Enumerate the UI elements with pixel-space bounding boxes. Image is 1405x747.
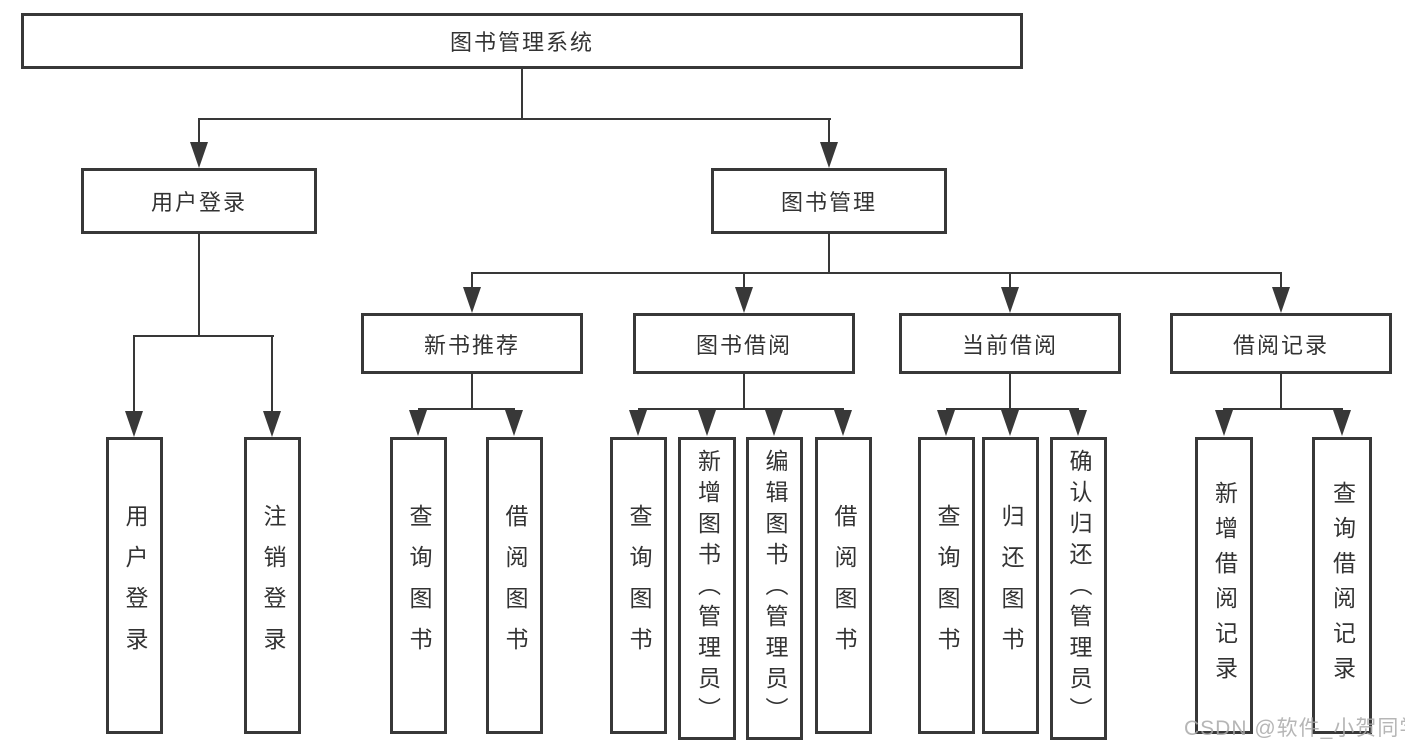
connector-line [471,272,473,290]
node-book-management-label: 图书管理 [780,190,877,215]
connector-line [1009,374,1011,410]
connector-line [271,335,273,413]
leaf-query-book-3-label: 查询图书 [934,503,960,668]
connector-line [1280,272,1282,290]
node-new-book-recommend-label: 新书推荐 [423,332,520,358]
connector-line [198,118,831,120]
node-current-borrow-label: 当前借阅 [961,332,1058,358]
connector-line [946,408,1079,410]
arrow-down-icon [505,410,523,436]
arrow-down-icon [1001,410,1019,436]
leaf-borrow-book-2-label: 借阅图书 [831,503,857,668]
arrow-down-icon [698,410,716,436]
connector-line [133,335,274,337]
connector-line [198,234,200,337]
leaf-add-book-admin: 新增图书（管理员） [678,437,736,740]
connector-line [743,272,745,290]
node-book-borrow: 图书借阅 [633,313,855,374]
leaf-add-borrow-record-label: 新增借阅记录 [1211,480,1238,691]
leaf-query-borrow-record-label: 查询借阅记录 [1329,480,1356,691]
arrow-down-icon [629,410,647,436]
node-borrow-records: 借阅记录 [1170,313,1392,374]
node-user-login: 用户登录 [81,168,317,234]
csdn-watermark: CSDN @软件_小贺同学 [1184,717,1405,740]
leaf-logout: 注销登录 [244,437,301,734]
leaf-query-book-2-label: 查询图书 [626,503,652,668]
connector-line [198,118,200,146]
node-root-label: 图书管理系统 [449,30,594,55]
connector-line [418,408,515,410]
connector-line [743,374,745,410]
leaf-user-login-label: 用户登录 [122,503,148,668]
leaf-confirm-return-admin: 确认归还（管理员） [1050,437,1107,740]
arrow-down-icon [1215,410,1233,436]
node-current-borrow: 当前借阅 [899,313,1121,374]
leaf-query-book-1: 查询图书 [390,437,447,734]
node-user-login-label: 用户登录 [150,190,247,215]
leaf-query-book-3: 查询图书 [918,437,975,734]
leaf-query-borrow-record: 查询借阅记录 [1312,437,1372,734]
arrow-down-icon [1272,287,1290,313]
leaf-borrow-book-2: 借阅图书 [815,437,872,734]
arrow-down-icon [125,411,143,437]
arrow-down-icon [1001,287,1019,313]
leaf-logout-label: 注销登录 [260,503,286,668]
arrow-down-icon [409,410,427,436]
leaf-add-book-admin-label: 新增图书（管理员） [694,449,721,728]
leaf-borrow-book-1: 借阅图书 [486,437,543,734]
arrow-down-icon [937,410,955,436]
connector-line [521,69,523,120]
leaf-query-book-2: 查询图书 [610,437,667,734]
arrow-down-icon [820,142,838,168]
leaf-edit-book-admin-label: 编辑图书（管理员） [762,449,788,728]
connector-line [1223,408,1343,410]
leaf-return-book-label: 归还图书 [998,503,1024,668]
arrow-down-icon [263,411,281,437]
arrow-down-icon [834,410,852,436]
arrow-down-icon [1333,410,1351,436]
leaf-return-book: 归还图书 [982,437,1039,734]
connector-line [1009,272,1011,290]
connector-line [471,272,1282,274]
leaf-confirm-return-admin-label: 确认归还（管理员） [1066,449,1092,728]
leaf-user-login: 用户登录 [106,437,163,734]
connector-line [828,234,830,274]
arrow-down-icon [190,142,208,168]
leaf-edit-book-admin: 编辑图书（管理员） [746,437,803,740]
node-book-management: 图书管理 [711,168,947,234]
node-root: 图书管理系统 [21,13,1023,69]
connector-line [828,118,830,146]
arrow-down-icon [463,287,481,313]
arrow-down-icon [765,410,783,436]
leaf-borrow-book-1-label: 借阅图书 [502,503,528,668]
node-borrow-records-label: 借阅记录 [1232,332,1329,358]
connector-line [471,374,473,410]
leaf-query-book-1-label: 查询图书 [406,503,432,668]
node-book-borrow-label: 图书借阅 [695,332,792,358]
connector-line [133,335,135,413]
arrow-down-icon [735,287,753,313]
node-new-book-recommend: 新书推荐 [361,313,583,374]
arrow-down-icon [1069,410,1087,436]
leaf-add-borrow-record: 新增借阅记录 [1195,437,1253,734]
connector-line [1280,374,1282,410]
connector-line [638,408,844,410]
